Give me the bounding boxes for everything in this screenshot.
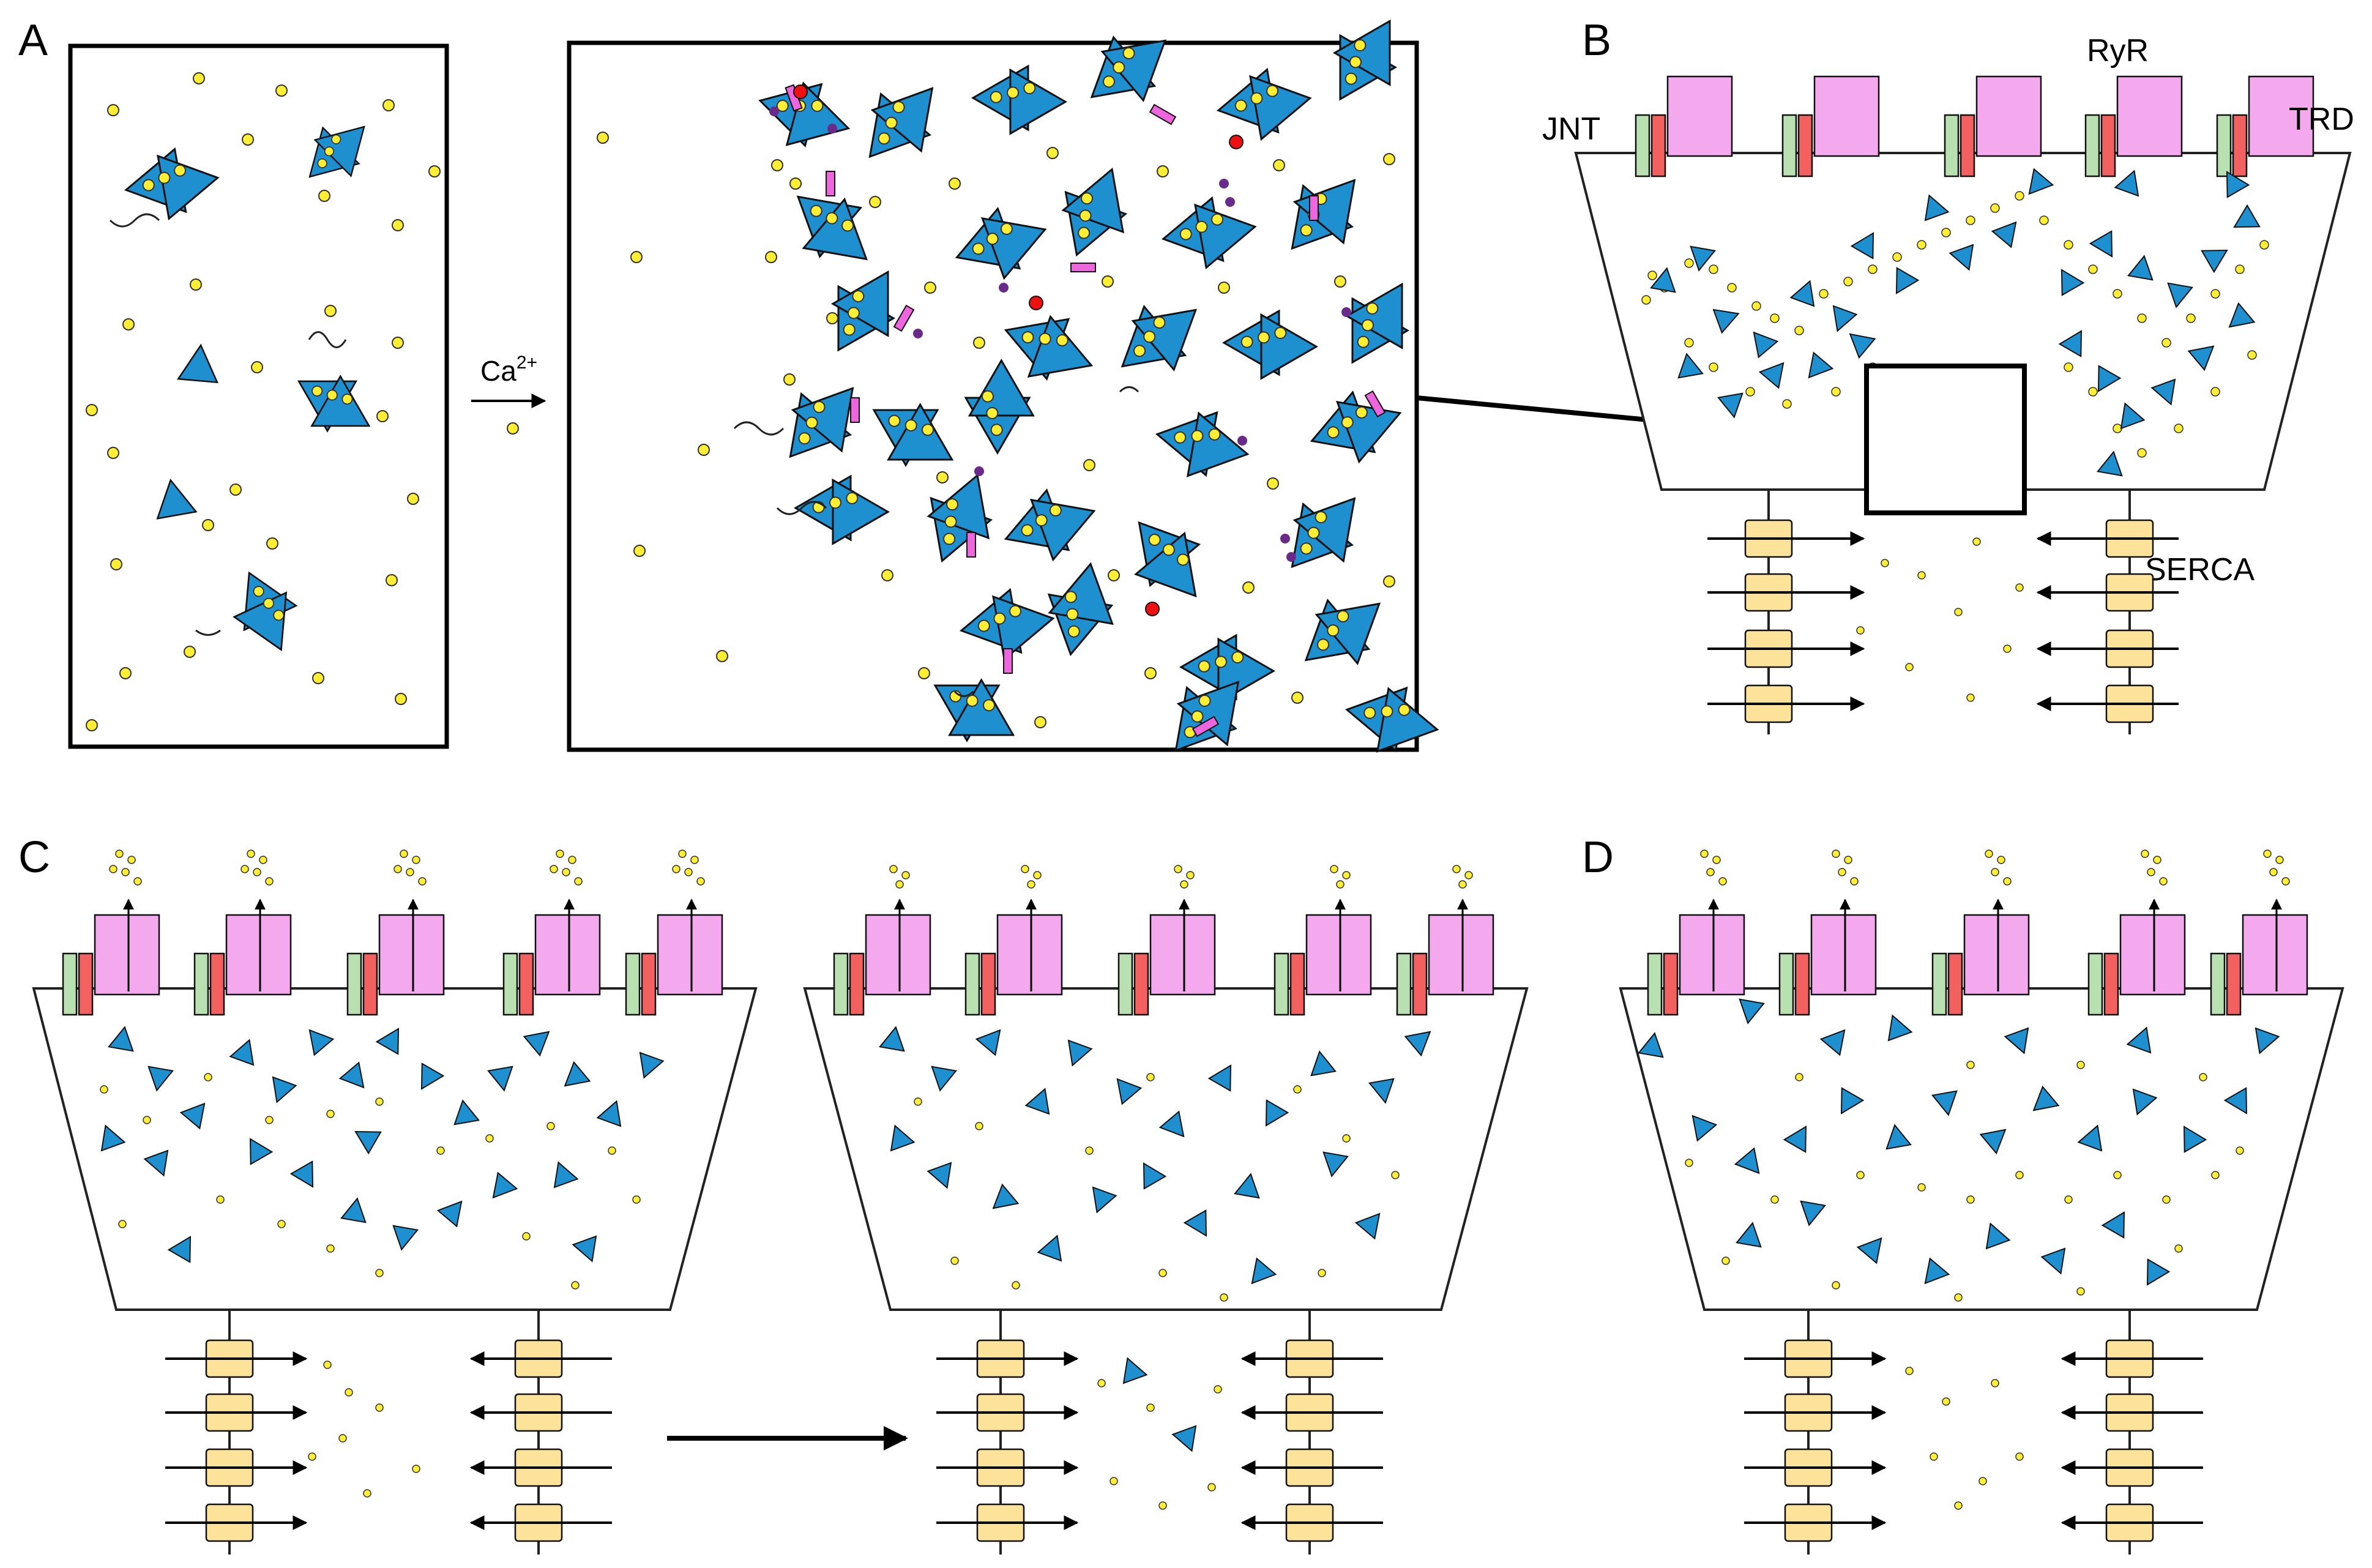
panel-c-left-sr [32, 849, 758, 1555]
panel-d-serca-pumps [1744, 1339, 2203, 1542]
panel-b-serca-pumps [1707, 519, 2179, 723]
panel-a: A Ca2+ [18, 9, 1867, 773]
panel-c: C [18, 833, 1529, 1555]
panel-b-casq-network [1641, 165, 2269, 477]
panel-a-left-box [68, 43, 449, 749]
panel-a-right-contents [597, 9, 1446, 773]
panel-c-right-sr [803, 865, 1529, 1555]
serca-label: SERCA [2145, 552, 2255, 588]
panel-a-label: A [18, 16, 48, 65]
panel-d-ryr-units [1647, 849, 2308, 1016]
ryr-label: RyR [2087, 33, 2149, 69]
panel-a-left-contents [86, 72, 441, 731]
panel-b-label: B [1582, 16, 1611, 65]
jnt-label: JNT [1542, 111, 1600, 147]
panel-b-zoom-box [1864, 364, 2027, 515]
panel-c-label: C [18, 833, 50, 882]
panel-b: B JNT RyR TRD SERCA [1542, 16, 2354, 734]
panel-d: D [1582, 833, 2344, 1555]
ca-ion-label: Ca2+ [480, 353, 537, 387]
panel-d-label: D [1582, 833, 1614, 882]
trd-label: TRD [2289, 102, 2354, 137]
